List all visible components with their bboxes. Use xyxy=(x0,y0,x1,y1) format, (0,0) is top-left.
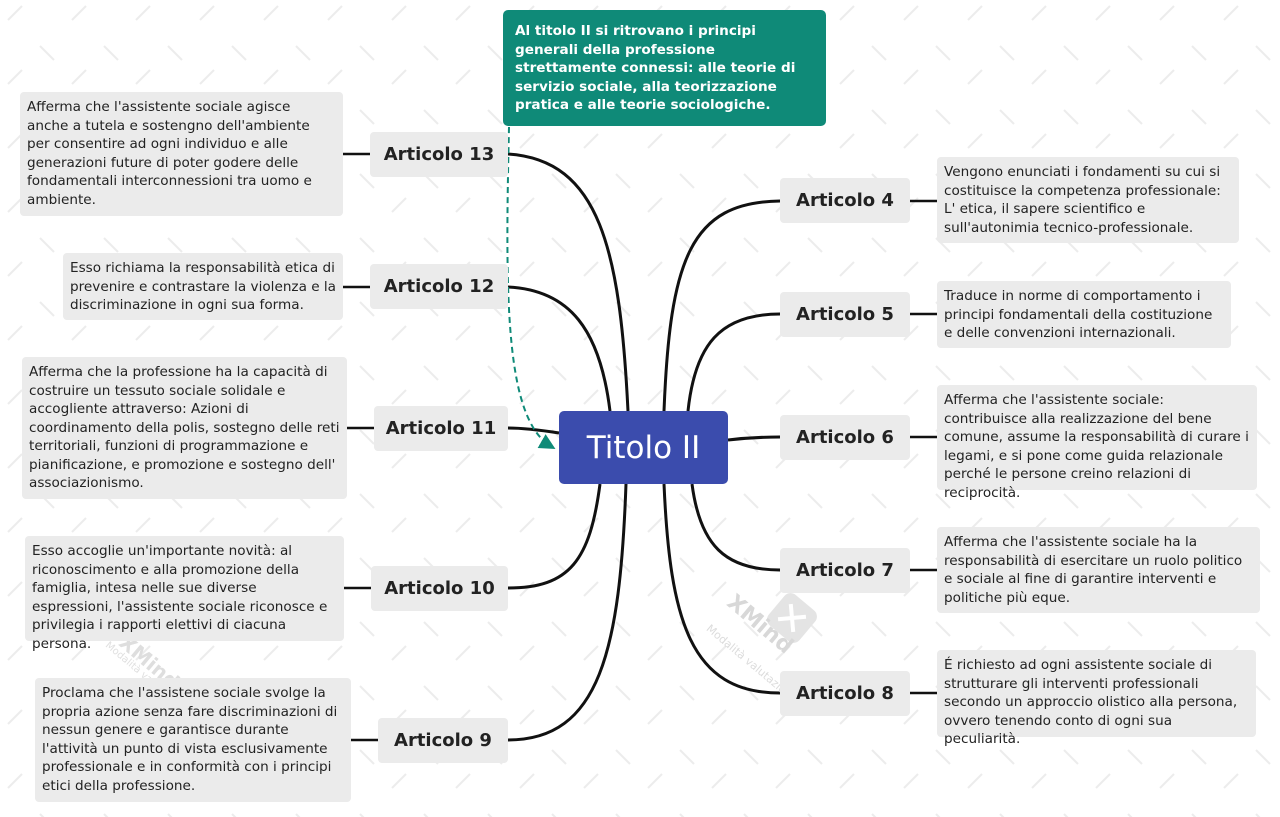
article-node-9[interactable]: Articolo 9 xyxy=(378,718,508,763)
article-node-8[interactable]: Articolo 8 xyxy=(780,671,910,716)
article-node-11[interactable]: Articolo 11 xyxy=(374,406,508,451)
callout-note[interactable]: Al titolo II si ritrovano i principi gen… xyxy=(503,10,826,126)
branch-line-articolo-9 xyxy=(507,483,628,742)
article-5-description[interactable]: Traduce in norme di comportamento i prin… xyxy=(937,281,1231,348)
branch-line-articolo-10 xyxy=(507,483,602,590)
article-node-6[interactable]: Articolo 6 xyxy=(780,415,910,460)
article-13-description[interactable]: Afferma che l'assistente sociale agisce … xyxy=(20,92,343,216)
article-6-description[interactable]: Afferma che l'assistente sociale: contri… xyxy=(937,385,1257,501)
branch-line-articolo-5 xyxy=(686,312,781,412)
article-7-description[interactable]: Afferma che l'assistente sociale ha la r… xyxy=(937,527,1260,613)
article-node-10[interactable]: Articolo 10 xyxy=(371,566,508,611)
branch-line-articolo-11 xyxy=(507,426,560,435)
article-node-13[interactable]: Articolo 13 xyxy=(370,132,508,177)
article-node-4[interactable]: Articolo 4 xyxy=(780,178,910,223)
central-topic[interactable]: Titolo II xyxy=(559,411,728,484)
article-9-description[interactable]: Proclama che l'assistene sociale svolge … xyxy=(35,678,351,802)
article-node-12[interactable]: Articolo 12 xyxy=(370,264,508,309)
branch-line-articolo-6 xyxy=(727,435,781,442)
article-11-description[interactable]: Afferma che la professione ha la capacit… xyxy=(22,357,347,499)
article-8-description[interactable]: É richiesto ad ogni assistente sociale d… xyxy=(937,650,1256,747)
branch-line-articolo-12 xyxy=(507,285,612,412)
branch-line-articolo-7 xyxy=(690,483,781,572)
article-12-description[interactable]: Esso richiama la responsabilità etica di… xyxy=(63,253,343,320)
branch-line-articolo-13 xyxy=(507,152,630,412)
article-4-description[interactable]: Vengono enunciati i fondamenti su cui si… xyxy=(937,157,1239,243)
branch-line-articolo-8 xyxy=(662,483,781,695)
article-10-description[interactable]: Esso accoglie un'importante novità: al r… xyxy=(25,536,344,652)
callout-relation-line xyxy=(506,126,556,449)
branch-line-articolo-4 xyxy=(662,199,781,412)
article-node-5[interactable]: Articolo 5 xyxy=(780,292,910,337)
article-node-7[interactable]: Articolo 7 xyxy=(780,548,910,593)
